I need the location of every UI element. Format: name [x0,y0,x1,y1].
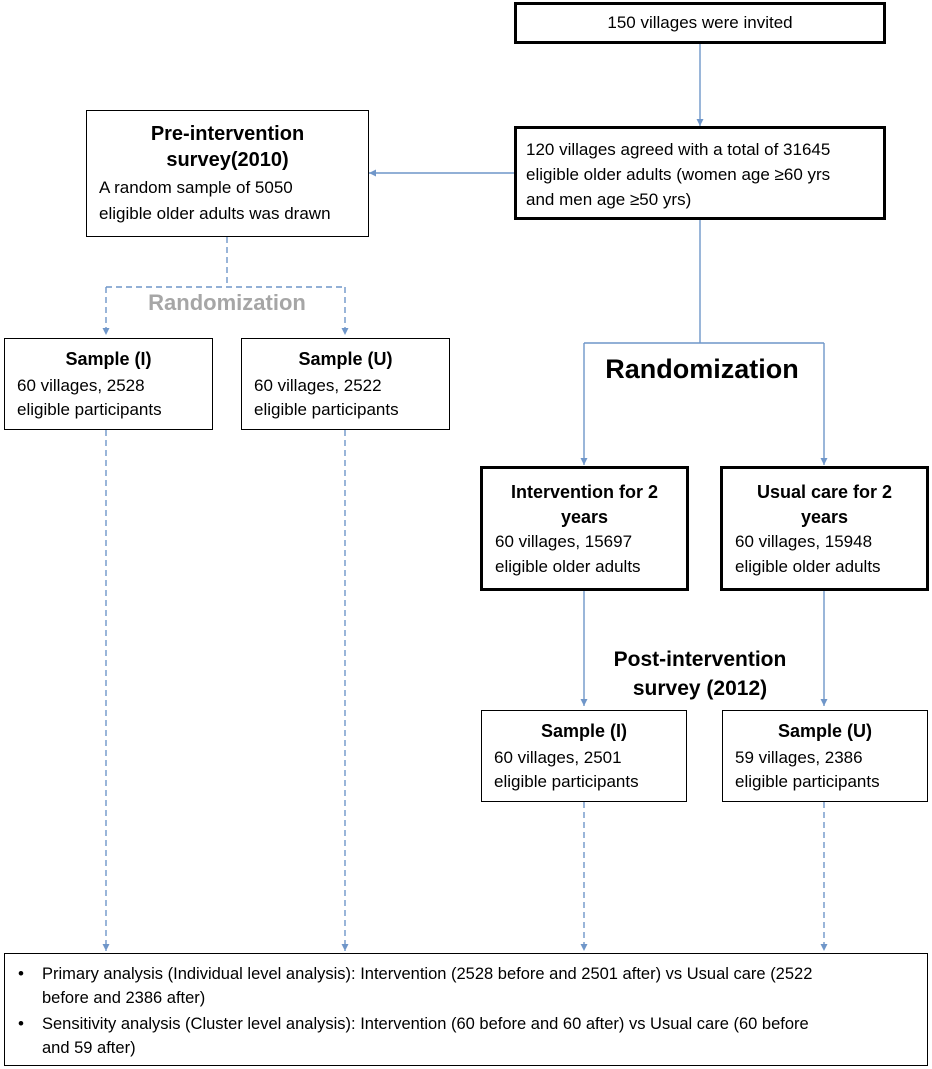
pre-survey-title-line-1: Pre-intervention [150,123,305,145]
pre-sample-u-text-line-1: 60 villages, 2522 [254,376,382,395]
pre-sample-i-box: Sample (I) 60 villages, 2528 eligible pa… [4,338,213,430]
analysis-bullet-2-line-2: and 59 after) [42,1039,136,1057]
agreed-text-line-1: 120 villages agreed with a total of 3164… [526,140,831,159]
randomization-main-label: Randomization [605,354,799,384]
invited-box: 150 villages were invited [514,2,886,44]
analysis-bullet-2-symbol: • [18,1014,24,1033]
post-sample-i-text-line-2: eligible participants [494,772,639,791]
usual-care-text-line-1: 60 villages, 15948 [735,532,873,551]
pre-sample-i-text-line-1: 60 villages, 2528 [17,376,145,395]
usual-care-title-line-2: years [800,507,849,527]
pre-intervention-survey-box: Pre-intervention survey(2010) A random s… [86,110,369,237]
intervention-box: Intervention for 2 years 60 villages, 15… [480,466,689,591]
post-survey-label-line-2: survey (2012) [632,677,768,700]
intervention-text-line-2: eligible older adults [495,557,641,576]
pre-survey-title-line-2: survey(2010) [166,149,289,171]
intervention-title-line-1: Intervention for 2 [510,482,658,502]
analysis-bullet-1-symbol: • [18,964,24,983]
analysis-bullet-2-line-1: Sensitivity analysis (Cluster level anal… [42,1015,809,1033]
post-sample-i-box: Sample (I) 60 villages, 2501 eligible pa… [481,710,687,802]
post-survey-label-line-1: Post-intervention [613,648,787,671]
pre-sample-i-text-line-2: eligible participants [17,400,162,419]
usual-care-title-line-1: Usual care for 2 [756,482,893,502]
pre-sample-u-title: Sample (U) [298,349,393,369]
agreed-box: 120 villages agreed with a total of 3164… [514,126,886,220]
analysis-bullet-1-line-2: before and 2386 after) [42,989,206,1007]
intervention-text-line-1: 60 villages, 15697 [495,532,633,551]
usual-care-box: Usual care for 2 years 60 villages, 1594… [720,466,929,591]
pre-survey-text-line-2: eligible older adults was drawn [99,204,331,223]
pre-sample-i-title: Sample (I) [65,349,152,369]
intervention-title-line-2: years [560,507,609,527]
usual-care-text-line-2: eligible older adults [735,557,881,576]
post-sample-i-title: Sample (I) [540,721,628,741]
post-sample-u-box: Sample (U) 59 villages, 2386 eligible pa… [722,710,928,802]
pre-sample-u-text-line-2: eligible participants [254,400,399,419]
post-sample-u-text-line-2: eligible participants [735,772,880,791]
post-sample-u-text-line-1: 59 villages, 2386 [735,748,863,767]
pre-sample-u-box: Sample (U) 60 villages, 2522 eligible pa… [241,338,450,430]
invited-text: 150 villages were invited [607,13,793,32]
randomization-pre-label: Randomization [148,290,306,315]
analysis-bullet-1-line-1: Primary analysis (Individual level analy… [42,965,813,983]
agreed-text-line-2: eligible older adults (women age ≥60 yrs [526,165,831,184]
agreed-text-line-3: and men age ≥50 yrs) [526,190,692,209]
analysis-box: • Primary analysis (Individual level ana… [4,953,928,1066]
post-sample-u-title: Sample (U) [777,721,873,741]
pre-survey-text-line-1: A random sample of 5050 [99,178,293,197]
post-sample-i-text-line-1: 60 villages, 2501 [494,748,622,767]
